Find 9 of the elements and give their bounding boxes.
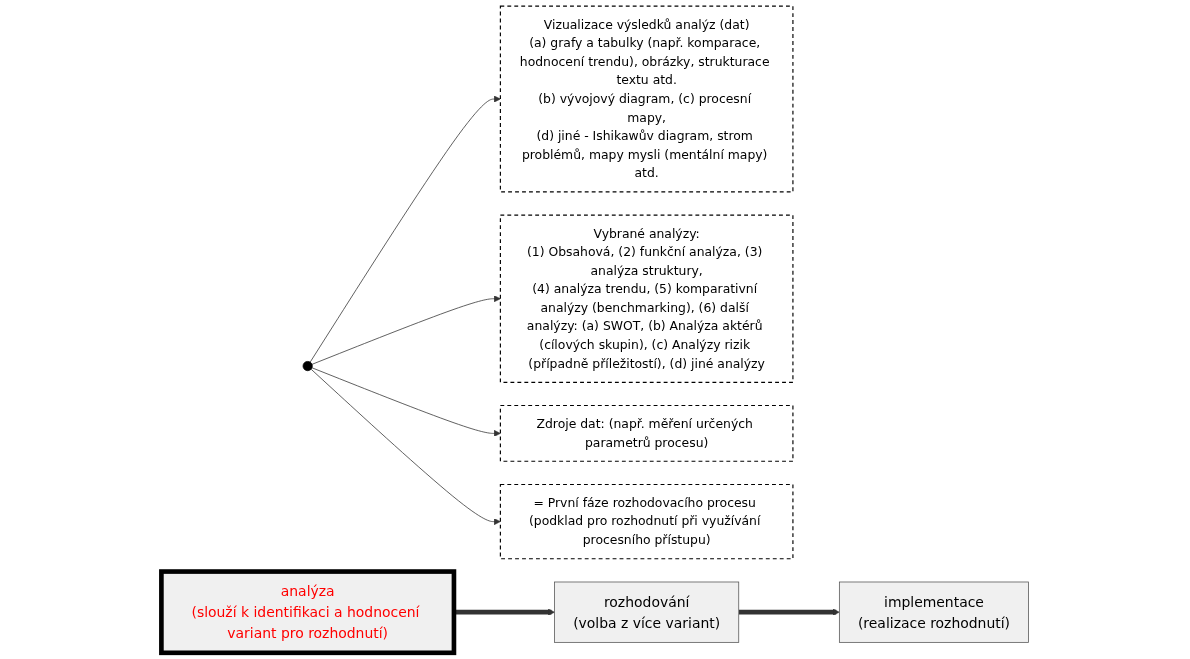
- node-box: rozhodování (volba z více variant): [554, 581, 740, 643]
- arrow: [738, 608, 840, 616]
- node-box: Vizualizace výsledků analýz (dat) (a) grafy a tabulky (např. komparace, hodnocení trendu), obrázky, strukturace textu atd. (b) vývojový diagram, (c) procesní mapy, (d) jiné - Ishikawův diagram, strom problémů, mapy mysli (mentální mapy) atd.: [499, 5, 794, 193]
- node-box: Vybrané analýzy: (1) Obsahová, (2) funkční analýza, (3) analýza struktury, (4) analýza trendu, (5) komparativní analýzy (benchmarking), (6) další analýzy: (a) SWOT, (b) Analýza aktérů (cílových skupin), (c) Analýzy rizik (případně příležitostí), (d) jiné analýzy: [499, 214, 794, 383]
- node-box: analýza (slouží k identifikaci a hodnocení variant pro rozhodnutí): [159, 569, 457, 656]
- node-box: = První fáze rozhodovacího procesu (podklad pro rozhodnutí při využívání procesního přístupu): [499, 483, 794, 560]
- node-box: Zdroje dat: (např. měření určených parametrů procesu): [499, 404, 794, 462]
- node-box: implementace (realizace rozhodnutí): [838, 581, 1029, 643]
- node-circle: [302, 361, 313, 372]
